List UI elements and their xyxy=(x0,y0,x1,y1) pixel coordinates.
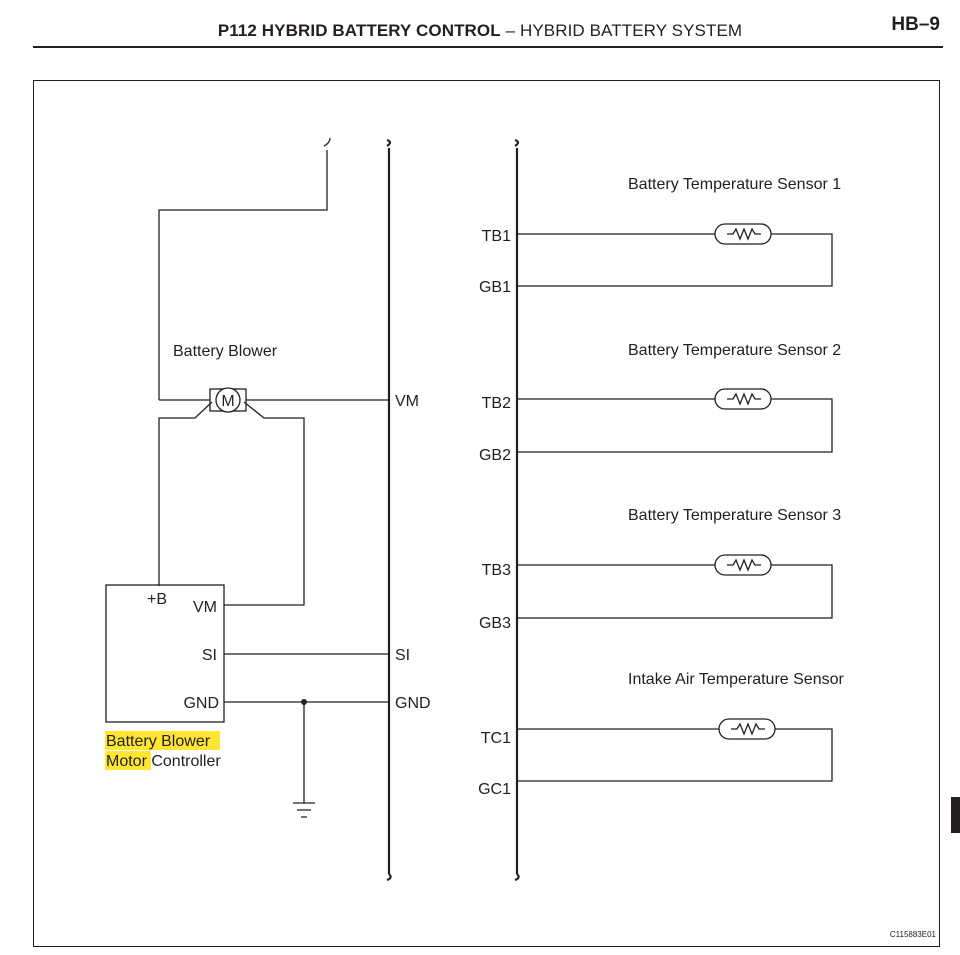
sensor-2: Battery Temperature Sensor 2 TB2 GB2 xyxy=(479,342,841,464)
motor-symbol: M xyxy=(221,393,234,410)
diagram-frame xyxy=(33,80,940,947)
sensor-4-pin-signal: TC1 xyxy=(481,730,511,747)
ecu-terminal-gnd: GND xyxy=(395,695,431,712)
controller-name-line1: Battery Blower xyxy=(106,733,211,750)
motor-vm-return-wire xyxy=(224,401,305,606)
ecu-bus-left xyxy=(386,138,392,882)
thermistor-icon xyxy=(714,223,772,245)
sensor-1-pin-ground: GB1 xyxy=(479,279,511,296)
motor-plusb-wire xyxy=(158,401,213,586)
battery-blower-label: Battery Blower xyxy=(173,343,278,360)
page-header-title: P112 HYBRID BATTERY CONTROL – HYBRID BAT… xyxy=(0,21,960,41)
motor-icon: M xyxy=(209,387,247,413)
header-title-rest: HYBRID BATTERY SYSTEM xyxy=(519,21,743,40)
ecu-terminal-vm: VM xyxy=(395,393,419,410)
figure-code: C115883E01 xyxy=(890,930,937,939)
sensor-3-pin-ground: GB3 xyxy=(479,615,511,632)
sensor-4-name: Intake Air Temperature Sensor xyxy=(628,671,844,688)
header-title-bold: P112 HYBRID BATTERY CONTROL xyxy=(217,21,501,40)
controller-terminal-si: SI xyxy=(202,647,217,664)
controller-name-highlight-1 xyxy=(105,731,220,750)
ecu-bus-right xyxy=(514,138,520,882)
sensor-3: Battery Temperature Sensor 3 TB3 GB3 xyxy=(479,507,841,632)
page-number: HB–9 xyxy=(891,14,940,35)
ecu-terminal-si: SI xyxy=(395,647,410,664)
sensor-1-pin-signal: TB1 xyxy=(482,228,511,245)
thermistor-icon xyxy=(718,718,776,740)
controller-name-line2-rest: Controller xyxy=(147,753,221,770)
sensor-4-wires xyxy=(517,728,833,782)
sensor-1-wires xyxy=(517,233,833,287)
controller-name-line2: Motor Controller xyxy=(106,753,221,770)
header-rule xyxy=(33,46,943,48)
sensor-4: Intake Air Temperature Sensor TC1 GC1 xyxy=(478,671,844,798)
controller-terminal-plus-b: +B xyxy=(147,591,167,608)
sensor-2-pin-signal: TB2 xyxy=(482,395,511,412)
header-separator: – xyxy=(505,21,516,40)
ground-icon xyxy=(293,702,315,818)
sensor-3-pin-signal: TB3 xyxy=(482,562,511,579)
sensor-2-wires xyxy=(517,398,833,453)
controller-name-line2-highlight: Motor xyxy=(106,753,148,770)
controller-name-highlight-2 xyxy=(105,751,151,770)
power-feed-wire xyxy=(158,137,331,400)
sensor-1: Battery Temperature Sensor 1 TB1 GB1 xyxy=(479,176,841,296)
section-edge-tab xyxy=(951,797,960,833)
thermistor-icon xyxy=(714,388,772,410)
sensor-1-name: Battery Temperature Sensor 1 xyxy=(628,176,841,193)
sensor-3-wires xyxy=(517,564,833,619)
sensor-3-name: Battery Temperature Sensor 3 xyxy=(628,507,841,524)
sensor-4-pin-ground: GC1 xyxy=(478,781,511,798)
thermistor-icon xyxy=(714,554,772,576)
controller-terminal-vm: VM xyxy=(193,599,217,616)
sensor-2-pin-ground: GB2 xyxy=(479,447,511,464)
sensor-2-name: Battery Temperature Sensor 2 xyxy=(628,342,841,359)
controller-terminal-gnd: GND xyxy=(183,695,219,712)
